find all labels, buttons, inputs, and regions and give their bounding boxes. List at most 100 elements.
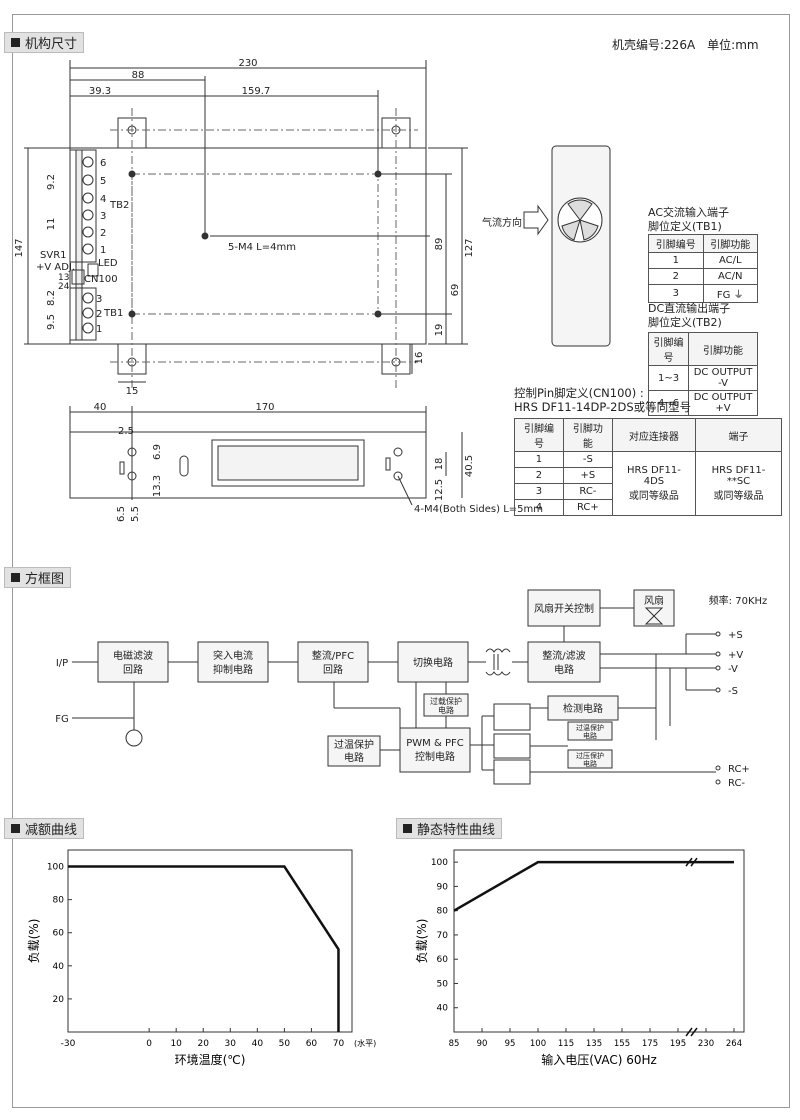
y-tick-label: 60 xyxy=(437,955,449,965)
square-bullet-icon xyxy=(11,824,20,833)
tb1-title-line1: AC交流输入端子 xyxy=(648,206,730,219)
tb1-pin: 3 xyxy=(96,294,102,305)
tb2-pin: 6 xyxy=(100,158,106,169)
x-tick-label: -30 xyxy=(61,1039,76,1049)
tb2-pin: 1 xyxy=(100,245,106,256)
dim-89: 89 xyxy=(434,238,445,251)
dim-2-5: 2.5 xyxy=(118,426,134,437)
dim-16: 16 xyxy=(414,352,425,365)
section-title: 方框图 xyxy=(25,572,65,587)
x-tick-label: 20 xyxy=(198,1039,210,1049)
x-tick-label: 10 xyxy=(170,1039,182,1049)
ovp-block-line: 过温保护 xyxy=(576,723,604,732)
section-title: 静态特性曲线 xyxy=(417,823,496,838)
output-label: +S xyxy=(728,630,743,641)
table-row: 2+S xyxy=(514,467,782,484)
y-tick-label: 100 xyxy=(431,858,448,868)
dim-9-5: 9.5 xyxy=(46,314,57,330)
x-tick-label: 30 xyxy=(225,1039,237,1049)
x-tick-label: 95 xyxy=(505,1039,516,1049)
terminal-note: 或同等级品 xyxy=(713,491,764,502)
inrush-block-line: 突入电流 xyxy=(213,649,253,662)
ip-label: I/P xyxy=(56,658,68,669)
y-tick-label: 100 xyxy=(47,863,64,873)
table-header: 端子 xyxy=(694,418,783,452)
page-frame xyxy=(12,14,790,1108)
tb2-pin: 4 xyxy=(100,194,106,205)
section-title: 机构尺寸 xyxy=(25,37,78,52)
pwm-block-line: PWM & PFC xyxy=(406,738,463,749)
svr1-label: SVR1 xyxy=(40,250,67,261)
x-tick-label: 90 xyxy=(477,1039,488,1049)
ovp2-block-line: 过压保护 xyxy=(576,751,604,760)
dim-6-5: 6.5 xyxy=(116,506,127,522)
case-info: 机壳编号:226A 单位:mm xyxy=(612,38,759,52)
table-header: 引脚编号 xyxy=(647,332,690,366)
x-tick-label: 155 xyxy=(614,1039,630,1049)
x-tick-label: 40 xyxy=(252,1039,264,1049)
table-header: 对应连接器 xyxy=(611,418,696,452)
m4-top-label: 5-M4 L=4mm xyxy=(228,242,296,253)
rect-block-line: 电路 xyxy=(554,663,574,676)
tb1-title-line2: 脚位定义(TB1) xyxy=(648,220,722,233)
dim-40-5: 40.5 xyxy=(464,455,475,477)
x-tick-label: 264 xyxy=(726,1039,742,1049)
airflow-label: 气流方向 xyxy=(482,216,522,229)
dim-13-3: 13.3 xyxy=(152,475,163,497)
freq-label: 频率: 70KHz xyxy=(709,594,768,607)
fg-label: FG xyxy=(55,714,69,725)
terminal-model: HRS DF11-**SC xyxy=(711,465,766,487)
tb2-label: TB2 xyxy=(109,200,129,211)
static-line xyxy=(453,860,734,912)
x-tick-label: 175 xyxy=(642,1039,658,1049)
tb1-title: AC交流输入端子 脚位定义(TB1) xyxy=(648,206,729,234)
y-axis-label: 负载(%) xyxy=(415,919,429,964)
dim-9-2: 9.2 xyxy=(46,174,57,190)
tb2-title-line1: DC直流输出端子 xyxy=(648,302,731,315)
dim-12-5: 12.5 xyxy=(434,479,445,501)
section-title: 减额曲线 xyxy=(25,823,78,838)
y-tick-label: 70 xyxy=(437,931,449,941)
dim-147: 147 xyxy=(14,238,25,257)
detect-block: 检测电路 xyxy=(563,702,603,715)
x-axis-label: 输入电压(VAC) 60Hz xyxy=(541,1052,657,1067)
dim-170: 170 xyxy=(255,402,274,413)
rc-label: RC+ xyxy=(728,764,750,775)
psu-side-outline xyxy=(69,431,427,499)
m4-side-label: 4-M4(Both Sides) L=5mm xyxy=(414,504,543,515)
pfc-block-line: 回路 xyxy=(323,663,343,676)
x-tick-label: 70 xyxy=(333,1039,345,1049)
emi-block-line: 回路 xyxy=(123,663,143,676)
mechanical-drawing: 230 88 39.3 159.7 147 127 89 69 19 16 15… xyxy=(14,58,611,522)
section-header-derating: 减额曲线 xyxy=(4,818,85,839)
ovp2-block-line: 电路 xyxy=(583,759,597,768)
otp-block-line: 电路 xyxy=(344,751,364,764)
led-label: LED xyxy=(98,258,118,269)
fan-block: 风扇 xyxy=(644,594,664,607)
dim-11: 11 xyxy=(46,218,57,231)
table-header: 引脚编号 xyxy=(514,418,564,452)
plot-area xyxy=(453,849,745,1033)
x-tick-label: 0 xyxy=(146,1039,152,1049)
tb1-pin: 1 xyxy=(96,324,102,335)
axis-break-icon xyxy=(685,857,698,867)
emi-block-line: 电磁滤波 xyxy=(113,649,153,662)
derating-line xyxy=(68,865,340,1032)
rect-block-line: 整流/滤波 xyxy=(542,649,585,662)
switch-block: 切换电路 xyxy=(413,656,453,669)
x-axis-label: 环境温度(℃) xyxy=(175,1052,246,1067)
x-tick-label: 60 xyxy=(306,1039,318,1049)
dim-230: 230 xyxy=(238,58,257,69)
x-tick-label: 135 xyxy=(586,1039,602,1049)
dim-40: 40 xyxy=(94,402,107,413)
table-header: 引脚功能 xyxy=(688,332,758,366)
otp-block-line: 过温保护 xyxy=(334,738,374,751)
y-tick-label: 60 xyxy=(53,929,65,939)
